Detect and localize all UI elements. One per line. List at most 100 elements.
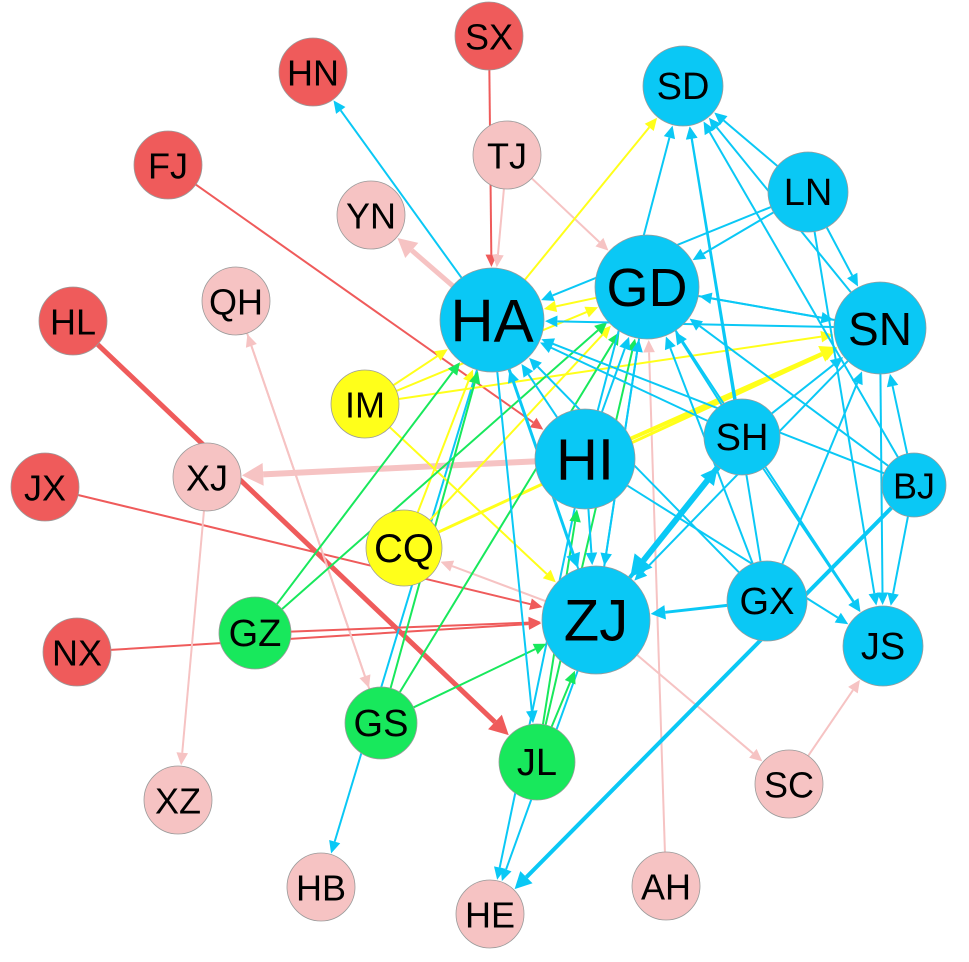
edge-line <box>550 346 709 422</box>
edge-line <box>281 329 599 610</box>
node-label: YN <box>346 196 396 237</box>
edge-arrowhead <box>447 362 461 376</box>
edge-arrowhead <box>664 336 676 351</box>
edge-line <box>429 334 604 521</box>
node-label: XZ <box>155 781 201 822</box>
edge-arrowhead <box>663 125 676 140</box>
edge-arrowhead <box>521 364 534 378</box>
edge-line <box>498 507 576 868</box>
edge-arrowhead <box>544 315 558 328</box>
node-circle <box>42 617 112 687</box>
node-label: XJ <box>186 458 228 499</box>
edge-line <box>290 621 529 633</box>
edge-JL-ZJ <box>550 670 576 728</box>
node-jl: JL <box>498 723 576 801</box>
edge-GZ-ZJ <box>290 616 542 633</box>
edge-arrowhead <box>887 592 899 606</box>
edge-line <box>398 342 614 693</box>
edge-arrowhead <box>584 306 599 318</box>
edge-LN-GD <box>692 211 775 261</box>
edge-arrowhead <box>541 338 556 350</box>
node-ha: HA <box>439 267 545 373</box>
edge-arrowhead <box>634 567 648 581</box>
edge-line <box>537 366 740 574</box>
node-circle <box>365 509 443 587</box>
node-circle <box>534 408 636 510</box>
edge-arrowhead <box>542 569 556 583</box>
edge-GX-SD <box>685 126 762 562</box>
node-circle <box>498 723 576 801</box>
edges-layer <box>77 69 909 890</box>
edge-HA-HB <box>329 369 478 854</box>
edge-arrowhead <box>507 370 519 384</box>
edge-line <box>891 385 909 454</box>
node-circle <box>726 560 808 642</box>
edge-arrowhead <box>514 871 533 890</box>
edge-arrowhead <box>598 325 611 339</box>
edge-arrowhead <box>689 318 703 331</box>
node-ah: AH <box>631 851 701 921</box>
node-hb: HB <box>286 852 356 922</box>
node-jx: JX <box>10 452 80 522</box>
edge-arrowhead <box>749 748 763 762</box>
node-label: GZ <box>229 613 282 655</box>
edge-line <box>410 248 455 288</box>
edge-HA-JL <box>496 371 538 724</box>
node-fj: FJ <box>133 130 203 200</box>
edge-arrowhead <box>851 371 863 386</box>
edge-line <box>413 648 536 709</box>
edge-line <box>544 350 634 726</box>
edge-line <box>781 382 859 565</box>
node-circle <box>336 180 406 250</box>
edge-arrowhead <box>868 592 881 606</box>
node-circle <box>642 45 724 127</box>
edge-arrowhead <box>886 373 899 388</box>
edge-GX-SN <box>781 371 863 565</box>
node-xj: XJ <box>172 442 242 512</box>
edge-arrowhead <box>541 290 555 301</box>
edge-IM-HA <box>392 349 448 387</box>
edge-ZJ-CQ <box>440 560 546 602</box>
node-circle <box>10 452 80 522</box>
edge-arrowhead <box>585 552 598 566</box>
edge-arrowhead <box>469 371 481 385</box>
node-zj: ZJ <box>541 565 651 675</box>
edge-arrowhead <box>818 346 838 362</box>
node-js: JS <box>842 605 924 687</box>
edge-line <box>771 364 835 415</box>
node-circle <box>218 596 292 670</box>
node-label: SN <box>848 303 912 355</box>
node-hn: HN <box>278 37 348 107</box>
node-circle <box>703 398 781 476</box>
edge-arrowhead <box>848 598 861 612</box>
node-circle <box>594 234 700 340</box>
edge-GZ-HA <box>275 362 461 605</box>
node-label: GX <box>740 581 795 623</box>
edge-HI-ZJ <box>585 508 598 566</box>
node-gz: GZ <box>218 596 292 670</box>
edge-arrowhead <box>526 710 538 724</box>
edge-line <box>77 494 531 606</box>
edge-line <box>628 479 709 580</box>
node-circle <box>754 749 824 819</box>
node-label: HI <box>556 428 614 493</box>
node-circle <box>455 879 525 949</box>
node-im: IM <box>330 369 400 439</box>
edge-GZ-GD <box>281 322 608 610</box>
edge-line <box>524 506 893 879</box>
node-circle <box>472 120 542 190</box>
edge-line <box>451 565 546 602</box>
node-sc: SC <box>754 749 824 819</box>
edge-arrowhead <box>397 237 419 258</box>
node-label: HL <box>50 302 96 343</box>
edge-BJ-JS <box>887 516 909 606</box>
node-nx: NX <box>42 617 112 687</box>
edge-arrowhead <box>529 417 544 430</box>
edge-arrowhead <box>529 598 543 610</box>
edge-arrowhead <box>820 311 834 324</box>
node-circle <box>172 442 242 512</box>
edge-GD-HA <box>543 296 597 313</box>
node-label: HA <box>450 288 533 355</box>
node-label: JX <box>24 468 66 509</box>
